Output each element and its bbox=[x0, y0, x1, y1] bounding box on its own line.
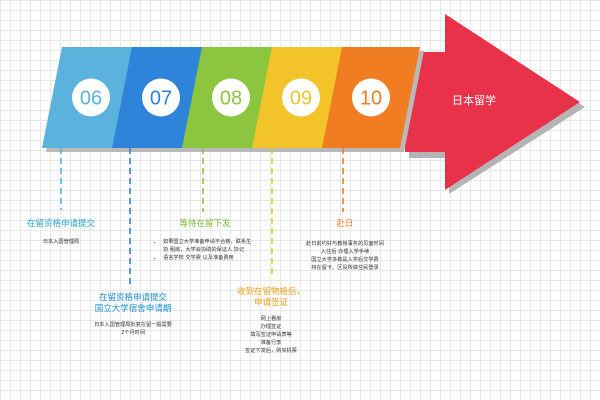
annotation-09: 收到在留物格后， 申请签证 网上看房 办理签证 填写签证申请表等 准备行李 签证… bbox=[225, 287, 317, 355]
annotation-06: 在留资格申请提交 日本入国管理局 bbox=[10, 219, 112, 246]
step-number-06: 06 bbox=[80, 88, 102, 110]
annotation-10-line: 持在留卡、区役所做住民登录 bbox=[311, 265, 379, 271]
annotation-07-body-2: 2个月时间 bbox=[120, 330, 146, 336]
annotation-06-title: 在留资格申请提交 bbox=[26, 219, 95, 229]
step-number-09: 09 bbox=[290, 88, 312, 110]
annotation-09-line: 签证下发后，购买机票 bbox=[245, 348, 297, 354]
annotation-09-line: 办理签证 bbox=[260, 324, 282, 330]
annotation-07-title-2: 国立大学宿舍申请期 bbox=[94, 304, 172, 314]
annotation-09-title-1: 收到在留物格后， bbox=[236, 287, 305, 297]
step-number-07: 07 bbox=[150, 88, 172, 110]
step-circle-06 bbox=[72, 78, 110, 117]
annotation-08-bullet: 如果国立大学准备申请不合格，联系生协 租房，大学会协助的保证人 协记 bbox=[163, 238, 255, 254]
annotation-09-lines: 网上看房 办理签证 填写签证申请表等 准备行李 签证下发后，购买机票 bbox=[225, 315, 317, 355]
annotation-10-lines: 赴日前约好与教授事务的见面时间 入住后 办理入学手续 国立大学多数是入学后交学费… bbox=[300, 240, 390, 272]
annotation-09-title-2: 申请签证 bbox=[253, 298, 288, 308]
annotation-08-list: 如果国立大学准备申请不合格，联系生协 租房，大学会协助的保证人 协记 语言学校 … bbox=[155, 238, 255, 262]
step-number-08: 08 bbox=[220, 88, 242, 110]
step-circle-10 bbox=[352, 78, 390, 117]
annotation-07-title-1: 在留资格申请提交 bbox=[98, 293, 167, 303]
annotation-08: 等待在留下发 如果国立大学准备申请不合格，联系生协 租房，大学会协助的保证人 协… bbox=[155, 219, 255, 262]
annotation-10-line: 赴日前约好与教授事务的见面时间 bbox=[306, 241, 384, 247]
annotation-10-line: 国立大学多数是入学后交学费 bbox=[311, 257, 379, 263]
annotation-07: 在留资格申请提交 国立大学宿舍申请期 日本入国管理局批复在留一般需要 2个月时间 bbox=[68, 293, 198, 337]
annotation-08-title: 等待在留下发 bbox=[179, 219, 231, 229]
steps-group: 06 07 08 09 10 bbox=[42, 47, 424, 152]
annotation-10: 赴日 赴日前约好与教授事务的见面时间 入住后 办理入学手续 国立大学多数是入学后… bbox=[300, 219, 390, 272]
destination-arrow bbox=[405, 14, 580, 190]
annotation-09-line: 准备行李 bbox=[260, 340, 282, 346]
step-number-10: 10 bbox=[360, 88, 382, 110]
annotation-06-body: 日本入国管理局 bbox=[42, 239, 80, 245]
arrow-label: 日本留学 bbox=[452, 93, 496, 107]
step-circle-07 bbox=[142, 78, 180, 117]
annotation-08-bullet: 语言学校 交学费 以及准备费用 bbox=[163, 254, 255, 262]
annotation-07-body-1: 日本入国管理局批复在留一般需要 bbox=[94, 322, 172, 328]
step-circle-08 bbox=[212, 78, 250, 117]
annotation-09-line: 填写签证申请表等 bbox=[250, 332, 292, 338]
annotation-10-line: 入住后 办理入学手续 bbox=[320, 249, 370, 255]
annotation-09-line: 网上看房 bbox=[260, 316, 282, 322]
step-circle-09 bbox=[282, 78, 320, 117]
annotation-10-title: 赴日 bbox=[336, 219, 354, 229]
